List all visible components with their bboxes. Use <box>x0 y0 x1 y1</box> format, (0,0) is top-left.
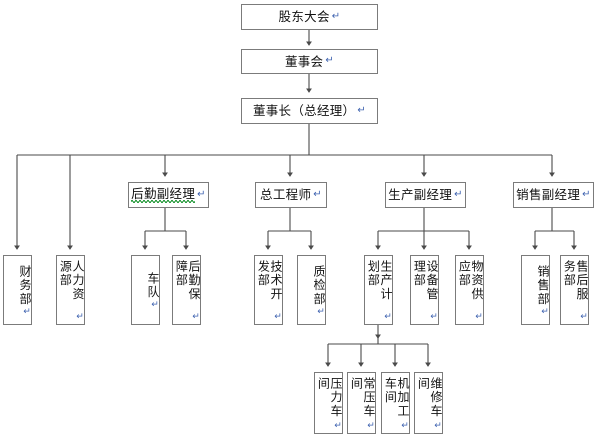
node-label: 车队 <box>146 272 160 300</box>
node-chairman-general-manager[interactable]: 董事长（总经理）↵ <box>241 98 378 124</box>
paragraph-mark-icon: ↵ <box>579 312 589 324</box>
paragraph-mark-icon: ↵ <box>474 312 484 324</box>
node-production-vice-manager[interactable]: 生产副经理↵ <box>385 182 466 208</box>
node-label: 股东大会 <box>278 9 330 25</box>
node-label: 销售副经理 <box>516 187 581 203</box>
node-label: 物资供应部 <box>457 260 484 301</box>
node-label: 设备管理部 <box>412 260 439 301</box>
node-shareholders-meeting[interactable]: 股东大会↵ <box>241 4 378 30</box>
node-machining-workshop[interactable]: 机加工车间 ↵ <box>381 372 410 434</box>
node-board-of-directors[interactable]: 董事会↵ <box>241 49 378 74</box>
paragraph-mark-icon: ↵ <box>366 421 376 433</box>
paragraph-mark-icon: ↵ <box>429 312 439 324</box>
paragraph-mark-icon: ↵ <box>357 104 367 116</box>
node-label: 董事长（总经理） <box>252 103 356 119</box>
node-equipment-management-dept[interactable]: 设备管理部 ↵ <box>410 255 439 325</box>
paragraph-mark-icon: ↵ <box>331 10 341 22</box>
node-finance-dept[interactable]: 财务部↵ <box>3 255 32 325</box>
node-label: 总工程师 <box>260 187 312 203</box>
node-label: 压力车间 <box>316 377 343 418</box>
paragraph-mark-icon: ↵ <box>22 307 32 319</box>
node-label: 维修车间 <box>416 377 443 418</box>
paragraph-mark-icon: ↵ <box>316 307 326 319</box>
node-after-sales-service-dept[interactable]: 售后服务部 ↵ <box>560 255 589 325</box>
node-label: 售后服务部 <box>562 260 589 301</box>
node-sales-dept[interactable]: 销售部↵ <box>521 255 550 325</box>
paragraph-mark-icon: ↵ <box>313 188 322 200</box>
node-logistics-vice-manager[interactable]: 后勤副经理↵ <box>128 182 209 208</box>
node-label: 人力资源部 <box>58 260 85 301</box>
paragraph-mark-icon: ↵ <box>273 312 283 324</box>
node-fleet-team[interactable]: 车队↵ <box>131 255 160 325</box>
node-label: 常压车间 <box>349 377 376 418</box>
node-quality-inspection-dept[interactable]: 质检部↵ <box>297 255 326 325</box>
node-label: 董事会 <box>284 53 324 69</box>
node-normal-pressure-workshop[interactable]: 常压车间 ↵ <box>347 372 376 434</box>
node-hr-dept[interactable]: 人力资源部 ↵ <box>56 255 85 325</box>
paragraph-mark-icon: ↵ <box>383 312 393 324</box>
node-material-supply-dept[interactable]: 物资供应部 ↵ <box>455 255 484 325</box>
node-label: 机加工车间 <box>383 377 410 418</box>
node-label: 后勤副经理 <box>131 186 196 202</box>
paragraph-mark-icon: ↵ <box>433 421 443 433</box>
node-label: 后勤保障部 <box>174 260 201 301</box>
paragraph-mark-icon: ↵ <box>75 312 85 324</box>
paragraph-mark-icon: ↵ <box>454 188 463 200</box>
node-label: 销售部 <box>536 265 550 307</box>
node-label: 质检部 <box>312 265 326 307</box>
paragraph-mark-icon: ↵ <box>197 188 206 200</box>
node-label: 财务部 <box>18 265 32 307</box>
node-label: 生产计划部 <box>366 260 393 301</box>
node-tech-development-dept[interactable]: 技术开发部 ↵ <box>254 255 283 325</box>
paragraph-mark-icon: ↵ <box>333 421 343 433</box>
node-label: 生产副经理 <box>388 187 453 203</box>
paragraph-mark-icon: ↵ <box>191 312 201 324</box>
node-pressure-workshop[interactable]: 压力车间 ↵ <box>314 372 343 434</box>
node-maintenance-workshop[interactable]: 维修车间 ↵ <box>414 372 443 434</box>
paragraph-mark-icon: ↵ <box>582 188 591 200</box>
node-sales-vice-manager[interactable]: 销售副经理↵ <box>513 182 594 208</box>
node-label: 技术开发部 <box>256 260 283 301</box>
node-logistics-support-dept[interactable]: 后勤保障部 ↵ <box>172 255 201 325</box>
paragraph-mark-icon: ↵ <box>325 55 335 67</box>
paragraph-mark-icon: ↵ <box>540 307 550 319</box>
paragraph-mark-icon: ↵ <box>150 300 160 312</box>
node-chief-engineer[interactable]: 总工程师↵ <box>255 182 327 208</box>
paragraph-mark-icon: ↵ <box>400 421 410 433</box>
node-production-plan-dept[interactable]: 生产计划部 ↵ <box>364 255 393 325</box>
